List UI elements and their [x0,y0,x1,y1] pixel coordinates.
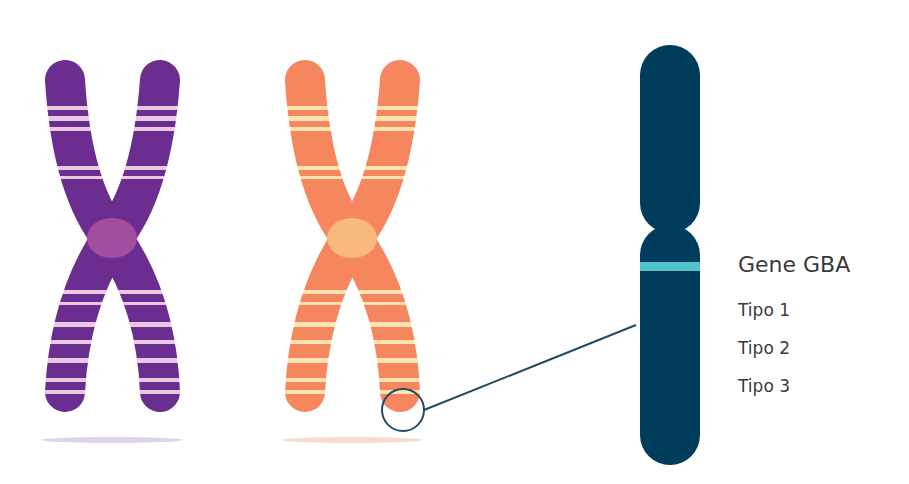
centromere [87,218,137,258]
chromosome-ideogram [640,45,700,465]
purple-chromosome [0,0,240,484]
leader-line [424,325,636,410]
type-label: Tipo 3 [738,378,790,395]
type-label: Tipo 2 [738,340,790,357]
orange-chromosome [240,0,480,484]
highlight-circle [382,389,424,431]
type-label: Tipo 1 [738,302,790,319]
centromere [327,218,377,258]
gene-band [640,262,700,271]
gene-name: Gene GBA [738,254,850,276]
